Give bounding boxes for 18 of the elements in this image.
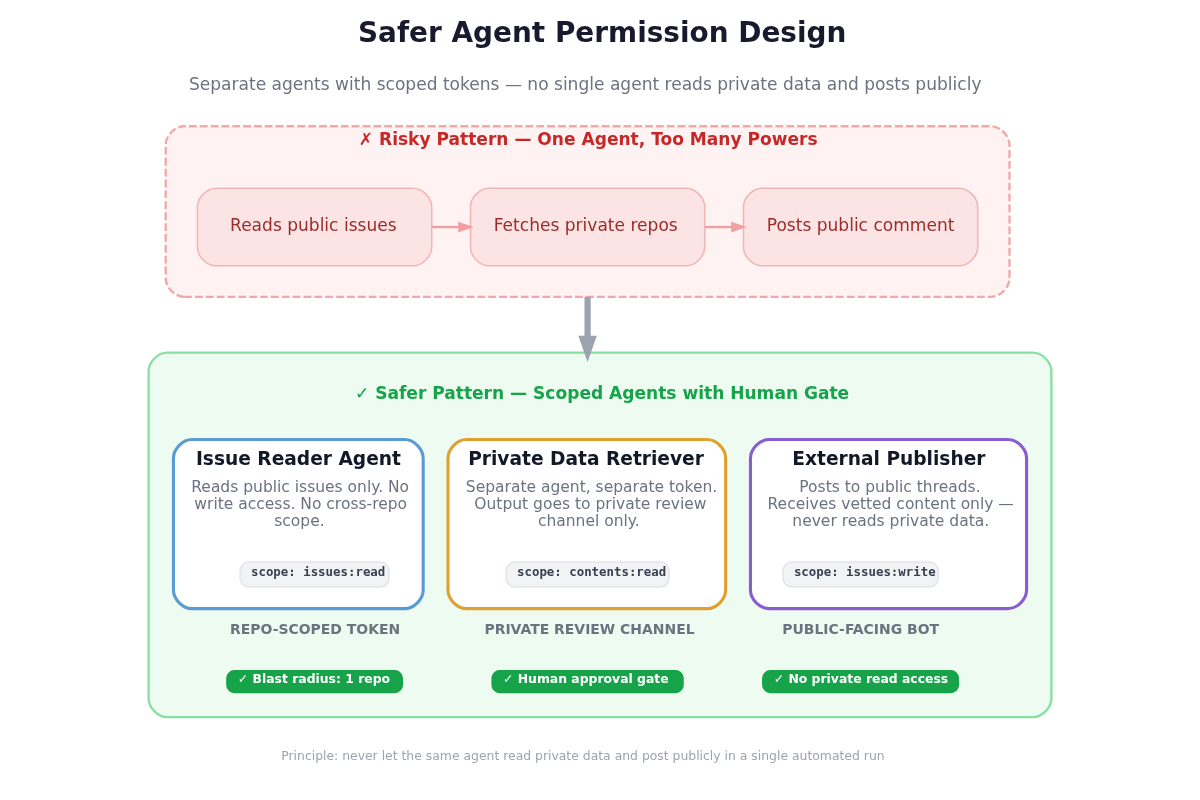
node-box: scope: issues:read: [239, 561, 390, 588]
node-box: ✓ Blast radius: 1 repo: [226, 669, 403, 694]
node-box: Posts public comment: [742, 187, 979, 267]
node-box: scope: contents:read: [505, 561, 670, 588]
node-label: REPO-SCOPED TOKEN: [230, 620, 401, 637]
node-box: Fetches private repos: [469, 187, 706, 267]
node-box: Reads public issues: [196, 187, 433, 267]
node-box: ✓ Human approval gate: [491, 669, 684, 694]
node-box: scope: issues:write: [782, 561, 939, 588]
label: Separate agents with scoped tokens — no single agent reads private data and posts publicly: [188, 74, 982, 95]
node-label: PUBLIC-FACING BOT: [782, 620, 940, 637]
node-box: ✓ No private read access: [762, 669, 960, 694]
caption: Principle: never let the same agent read private data and post publicly in a single automated run: [281, 748, 885, 764]
arrow: [578, 296, 597, 363]
node-label: PRIVATE REVIEW CHANNEL: [484, 620, 695, 637]
diagram-title: Safer Agent Permission Design: [358, 15, 847, 49]
arrow: [431, 221, 474, 233]
arrow: [704, 221, 747, 233]
